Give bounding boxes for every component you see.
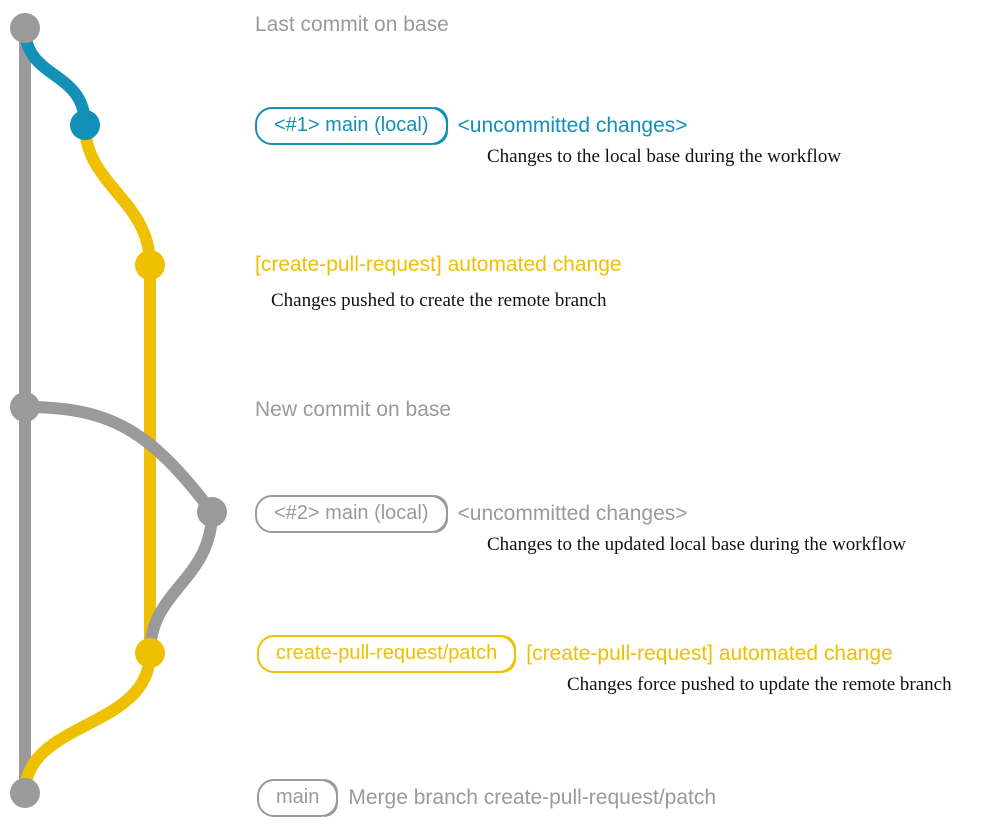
description-local-1: Changes to the local base during the wor… bbox=[487, 146, 842, 167]
local-1-to-remote-line bbox=[79, 119, 156, 271]
commit-node-base-new[interactable] bbox=[10, 392, 40, 422]
base-to-local-1-line bbox=[19, 22, 91, 131]
headline-merge-branch: Merge branch create-pull-request/patch bbox=[348, 786, 717, 809]
commit-node-remote-1[interactable] bbox=[135, 250, 165, 280]
branch-pill-main[interactable]: main bbox=[257, 779, 339, 817]
row-local-2: <#2> main (local) <uncommitted changes> bbox=[255, 495, 688, 533]
branch-pill-main-local-2[interactable]: <#2> main (local) bbox=[255, 495, 448, 533]
headline-uncommitted-changes-2: <uncommitted changes> bbox=[457, 502, 688, 525]
local-2-to-remote-line bbox=[144, 506, 218, 659]
row-local-1: <#1> main (local) <uncommitted changes> bbox=[255, 107, 688, 145]
commit-node-merge[interactable] bbox=[10, 778, 40, 808]
branch-pill-create-pull-request-patch[interactable]: create-pull-request/patch bbox=[257, 635, 517, 673]
git-graph bbox=[10, 13, 227, 808]
commit-node-local-1[interactable] bbox=[70, 110, 100, 140]
headline-automated-change-2: [create-pull-request] automated change bbox=[526, 642, 893, 665]
base-to-local-2-line bbox=[19, 401, 218, 518]
description-local-2: Changes to the updated local base during… bbox=[487, 534, 906, 555]
commit-node-base-last[interactable] bbox=[10, 13, 40, 43]
remote-to-merge-line bbox=[19, 647, 156, 799]
commit-node-remote-2[interactable] bbox=[135, 638, 165, 668]
label-new-commit-on-base: New commit on base bbox=[255, 398, 452, 421]
row-merge: main Merge branch create-pull-request/pat… bbox=[257, 779, 716, 817]
headline-automated-change-1: [create-pull-request] automated change bbox=[255, 253, 622, 276]
branch-pill-main-local-1[interactable]: <#1> main (local) bbox=[255, 107, 448, 145]
row-remote-1: [create-pull-request] automated change bbox=[255, 253, 622, 277]
headline-uncommitted-changes-1: <uncommitted changes> bbox=[457, 114, 688, 137]
row-remote-2: create-pull-request/patch [create-pull-re… bbox=[257, 635, 893, 673]
label-last-commit-on-base: Last commit on base bbox=[255, 13, 449, 36]
commit-node-local-2[interactable] bbox=[197, 497, 227, 527]
description-remote-1: Changes pushed to create the remote bran… bbox=[271, 290, 607, 311]
description-remote-2: Changes force pushed to update the remot… bbox=[567, 674, 952, 695]
